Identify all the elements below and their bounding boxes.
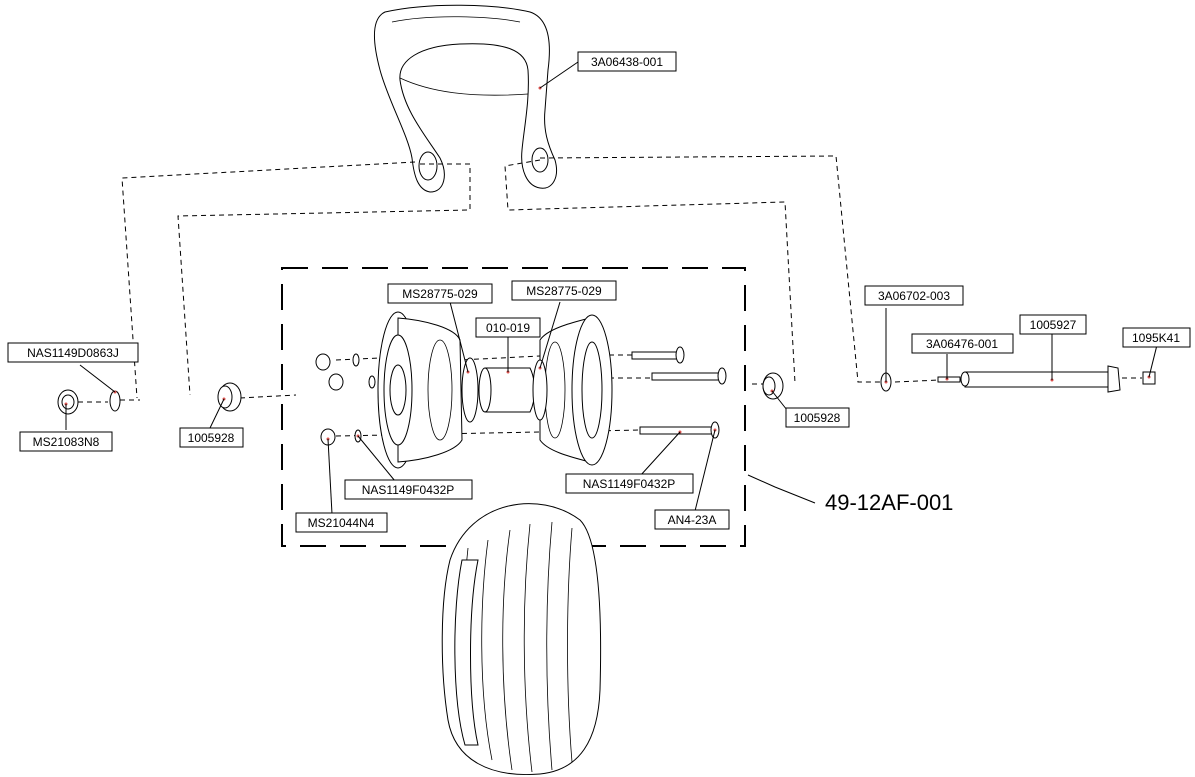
callout-spacer-right: 1005928 <box>785 407 850 428</box>
svg-text:NAS1149F0432P: NAS1149F0432P <box>583 477 676 491</box>
callout-spacer-left: 1005928 <box>179 427 244 448</box>
callout-nut-right: 1095K41 <box>1122 327 1191 348</box>
spacer-right-part <box>762 372 784 400</box>
tire-part <box>441 503 602 776</box>
callout-ms28775-a: MS28775-029 <box>387 283 493 304</box>
svg-text:1095K41: 1095K41 <box>1132 331 1180 345</box>
nut-left-part <box>57 389 79 415</box>
washer-left-part <box>109 390 121 412</box>
callout-ms28775-b: MS28775-029 <box>511 280 617 301</box>
svg-text:3A06476-001: 3A06476-001 <box>926 337 998 351</box>
svg-text:1005927: 1005927 <box>1030 318 1077 332</box>
leader-lines <box>65 61 1158 515</box>
fork-part <box>374 4 557 193</box>
callout-oring: 010-019 <box>475 317 541 338</box>
svg-text:MS21083N8: MS21083N8 <box>33 435 100 449</box>
svg-text:AN4-23A: AN4-23A <box>668 513 717 527</box>
callout-washer-bottom-right: NAS1149F0432P <box>565 473 694 494</box>
svg-text:MS28775-029: MS28775-029 <box>402 287 478 301</box>
svg-text:1005928: 1005928 <box>794 411 841 425</box>
callout-axle: 1005927 <box>1019 314 1087 335</box>
callout-pin: 3A06476-001 <box>911 333 1014 354</box>
hub-tube-part <box>478 367 535 413</box>
assembly-label: 49-12AF-001 <box>825 490 953 515</box>
wheel-half-left-part <box>377 311 463 469</box>
svg-text:MS21044N4: MS21044N4 <box>308 516 375 530</box>
nut-right-part <box>1142 371 1156 385</box>
callout-washer-bottom-left: NAS1149F0432P <box>344 479 473 500</box>
spacer-left-part <box>217 382 242 412</box>
svg-text:NAS1149D0863J: NAS1149D0863J <box>27 346 119 360</box>
svg-text:1005928: 1005928 <box>188 431 235 445</box>
callout-nut-bottom: MS21044N4 <box>295 512 388 533</box>
svg-text:MS28775-029: MS28775-029 <box>526 284 602 298</box>
callout-bolt-bottom: AN4-23A <box>654 509 730 530</box>
svg-text:3A06702-003: 3A06702-003 <box>878 289 950 303</box>
assembly-boundary <box>281 267 746 547</box>
wheel-half-right-part <box>539 314 613 466</box>
bearing-right-part <box>532 359 548 421</box>
callout-fork: 3A06438-001 <box>577 51 677 72</box>
callout-bolt-left: NAS1149D0863J <box>7 342 139 363</box>
bolts-right-group <box>631 346 727 439</box>
callout-washer-right: 3A06702-003 <box>864 285 964 306</box>
svg-text:010-019: 010-019 <box>486 321 530 335</box>
svg-text:NAS1149F0432P: NAS1149F0432P <box>362 483 455 497</box>
pin-part <box>937 376 961 383</box>
bearing-left-part <box>461 357 479 423</box>
svg-text:3A06438-001: 3A06438-001 <box>591 55 663 69</box>
callout-nut-left: MS21083N8 <box>19 431 113 452</box>
nuts-left-group <box>315 353 376 446</box>
axle-part <box>960 365 1121 393</box>
